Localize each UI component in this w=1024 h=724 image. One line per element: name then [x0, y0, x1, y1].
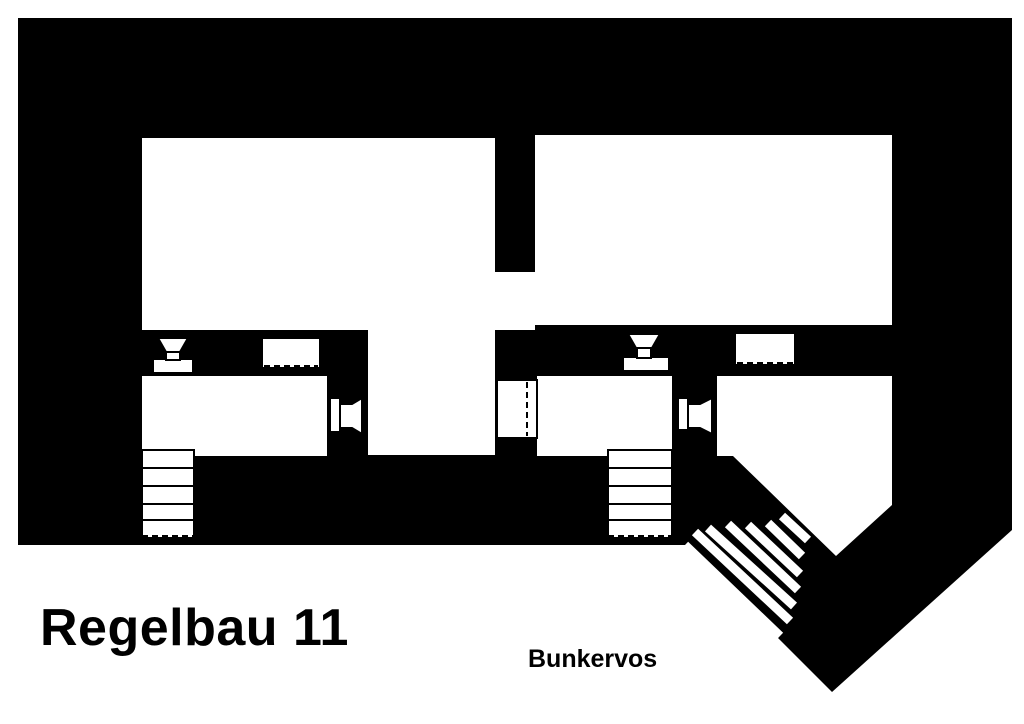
left-staircase — [141, 449, 195, 539]
entrance-staircase — [681, 512, 812, 640]
left-corridor-doorway — [329, 396, 363, 436]
diagram-credit: Bunkervos — [528, 645, 658, 673]
middle-room-doorway — [496, 379, 538, 439]
diagram-title: Regelbau 11 — [40, 599, 349, 657]
middle-staircase — [607, 449, 673, 539]
lower-right-room — [717, 376, 892, 556]
left-ventilation-fixture — [154, 337, 192, 372]
right-room-doorway — [677, 396, 713, 436]
left-main-room — [142, 138, 495, 330]
center-ventilation-fixture — [624, 333, 668, 370]
central-corridor — [368, 330, 495, 455]
lower-left-room — [142, 376, 327, 456]
left-wall-niche — [261, 337, 321, 369]
lower-middle-room — [537, 376, 672, 456]
right-wall-niche — [734, 332, 796, 366]
connecting-passage — [495, 272, 535, 330]
right-main-room — [535, 135, 892, 325]
